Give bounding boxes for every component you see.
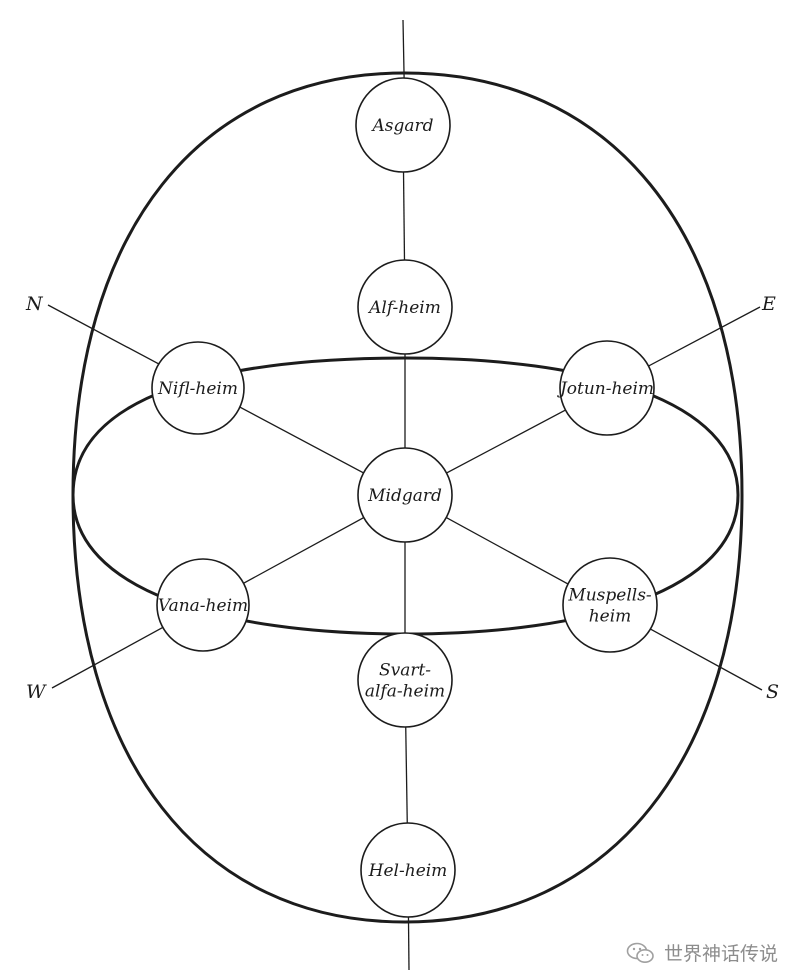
world-circle-midgard [357, 447, 453, 543]
world-label-svartalfaheim-line-2: alfa-heim [365, 682, 445, 702]
world-circle-asgard [355, 77, 451, 173]
world-label-midgard: Midgard [367, 486, 442, 506]
watermark-text: 世界神话传说 [663, 943, 778, 965]
world-circle-vanaheim [156, 558, 250, 652]
outer-cosmos-outline [71, 71, 744, 924]
world-label-svartalfaheim-line-1: Svart- [379, 661, 431, 681]
world-node-asgard: Asgard [355, 77, 451, 173]
world-label-asgard: Asgard [370, 116, 433, 136]
watermark: 世界神话传说 [626, 939, 778, 966]
world-node-midgard: Midgard [357, 447, 453, 543]
world-circle-helheim [360, 822, 456, 918]
world-label-muspellsheim-line-1: Muspells- [567, 586, 652, 606]
compass-east: E [761, 293, 776, 315]
wechat-icon [626, 942, 654, 963]
world-label-niflheim: Nifl-heim [157, 379, 238, 399]
compass-south: S [766, 681, 779, 703]
world-circle-alfheim [357, 259, 453, 355]
world-node-svartalfaheim: Svart-alfa-heim [357, 632, 453, 728]
world-node-jotunheim: Jotun-heim [557, 340, 655, 436]
world-circle-jotunheim [559, 340, 655, 436]
world-circle-muspellsheim [562, 557, 658, 653]
world-node-alfheim: Alf-heim [357, 259, 453, 355]
world-node-helheim: Hel-heim [360, 822, 456, 918]
world-label-jotunheim: Jotun-heim [557, 379, 654, 399]
world-node-niflheim: Nifl-heim [151, 341, 245, 435]
world-label-helheim: Hel-heim [368, 861, 448, 881]
compass-north: N [25, 293, 44, 315]
world-label-muspellsheim-line-2: heim [589, 607, 632, 627]
world-node-vanaheim: Vana-heim [156, 558, 250, 652]
compass-west: W [26, 681, 47, 703]
world-circle-svartalfaheim [357, 632, 453, 728]
world-label-alfheim: Alf-heim [367, 298, 441, 318]
world-node-muspellsheim: Muspells-heim [562, 557, 658, 653]
world-label-vanaheim: Vana-heim [158, 596, 248, 616]
world-circle-niflheim [151, 341, 245, 435]
